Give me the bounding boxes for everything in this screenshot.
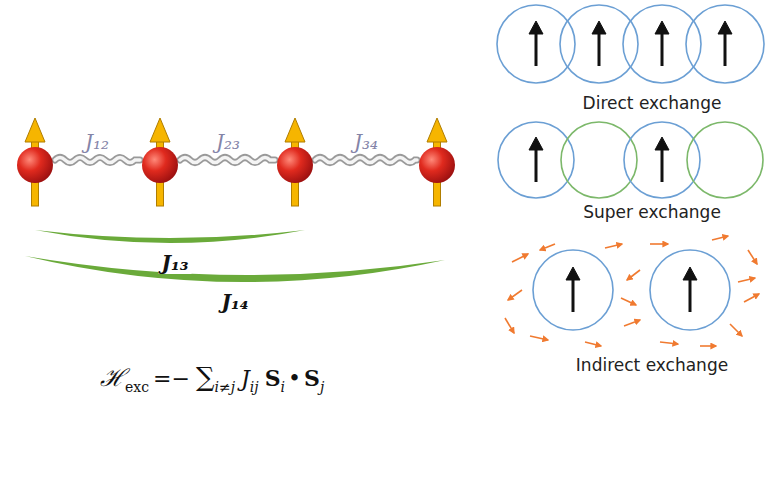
long-range-arc bbox=[35, 230, 305, 243]
spin bbox=[419, 118, 455, 206]
formula-operator: • bbox=[288, 366, 301, 391]
coupling-label: J₃₄ bbox=[351, 131, 381, 153]
coupling-label: J₁₃ bbox=[159, 252, 192, 274]
panel-caption: Indirect exchange bbox=[576, 357, 728, 374]
indirect-exchange-figure bbox=[505, 236, 759, 346]
formula-symbol: ℋ bbox=[100, 364, 125, 392]
formula-symbol: J bbox=[241, 366, 250, 391]
wavy-links bbox=[55, 158, 417, 163]
wavy-link bbox=[315, 158, 417, 163]
formula-sum: ∑ bbox=[196, 362, 215, 392]
formula-subscript: i bbox=[281, 379, 285, 395]
coupling-label: J₁₂ bbox=[82, 131, 112, 153]
wavy-link-core bbox=[180, 158, 275, 163]
spin bbox=[277, 118, 313, 206]
formula-subscript: j bbox=[320, 379, 324, 395]
panel-caption: Direct exchange bbox=[583, 95, 722, 112]
formula-operator: =− bbox=[153, 366, 190, 391]
long-range-arc bbox=[25, 256, 445, 282]
spin bbox=[17, 118, 53, 206]
spin-chain bbox=[17, 118, 455, 206]
formula-subscript: exc bbox=[125, 379, 149, 395]
formula-symbol: S bbox=[265, 365, 281, 391]
formula-symbol: S bbox=[304, 365, 320, 391]
coupling-label: J₂₃ bbox=[213, 131, 243, 153]
formula-subscript: ij bbox=[250, 379, 259, 395]
wavy-link bbox=[180, 158, 275, 163]
direct-exchange-figure bbox=[497, 5, 764, 83]
super-exchange-figure bbox=[498, 122, 763, 198]
conduction-electron-spins bbox=[505, 236, 759, 346]
hamiltonian-formula: ℋexc=−∑i≠jJijSi•Sj bbox=[100, 362, 324, 396]
wavy-link bbox=[55, 158, 140, 163]
spin bbox=[142, 118, 178, 206]
wavy-link-core bbox=[315, 158, 417, 163]
formula-subscript: i≠j bbox=[214, 379, 235, 395]
wavy-link-core bbox=[55, 158, 140, 163]
coupling-label: J₁₄ bbox=[219, 291, 252, 313]
panel-caption: Super exchange bbox=[583, 204, 721, 221]
